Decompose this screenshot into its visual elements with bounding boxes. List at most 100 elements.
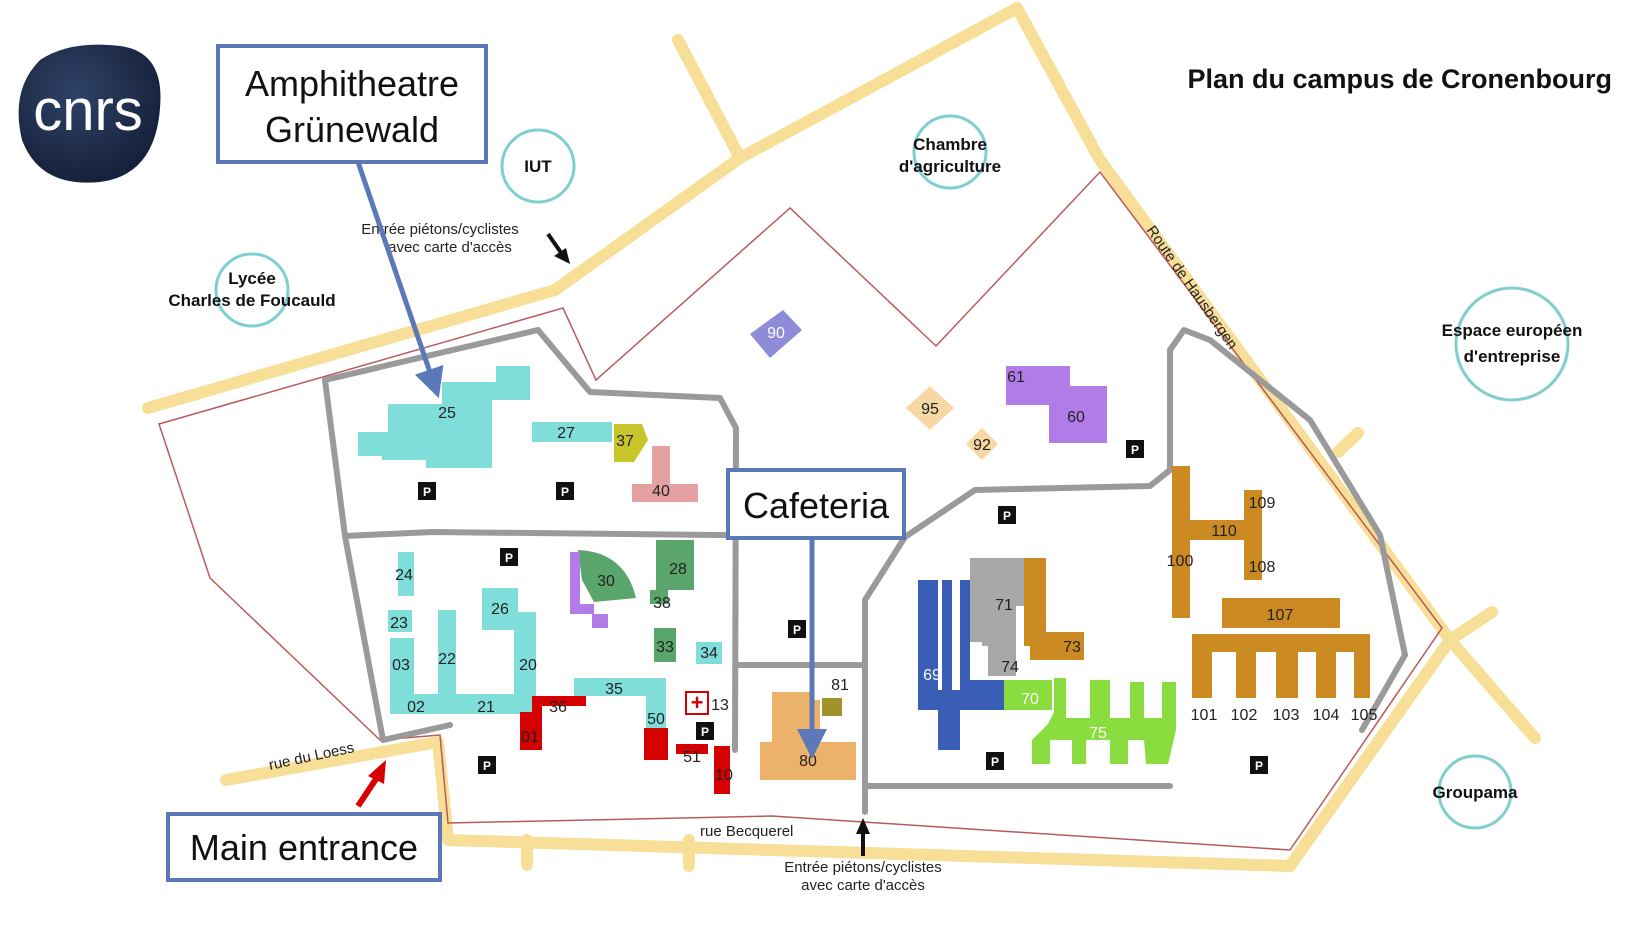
- parking-icon: P: [478, 756, 496, 774]
- building-label: 103: [1273, 707, 1300, 724]
- building-label: 03: [392, 657, 410, 674]
- building-37: [614, 424, 648, 462]
- building-label: 104: [1313, 707, 1340, 724]
- parking-icon: P: [556, 482, 574, 500]
- building-label: 23: [390, 615, 408, 632]
- building-label: 102: [1231, 707, 1258, 724]
- building-36-01: [520, 696, 586, 750]
- parking-icon: P: [696, 722, 714, 740]
- building-label: 02: [407, 699, 425, 716]
- building-26-20: [482, 588, 536, 714]
- arrow-icon: [546, 232, 564, 256]
- north-road: [142, 2, 1023, 414]
- building-label: 109: [1249, 495, 1276, 512]
- west-loop-west-path: [322, 377, 453, 743]
- access-note-north-1: Entrée piétons/cyclistes: [361, 221, 519, 238]
- building-40: [632, 446, 698, 502]
- hausbergen-road: [1011, 2, 1541, 744]
- logo-text: cnrs: [33, 78, 143, 143]
- building-50: [644, 728, 668, 760]
- svg-text:P: P: [793, 623, 801, 637]
- parking-markers: P P P P P P P P P P: [418, 440, 1268, 774]
- svg-text:P: P: [423, 485, 431, 499]
- building-label: 01: [521, 729, 539, 746]
- building-label: 60: [1067, 409, 1085, 426]
- main-entrance-callout: Main entrance: [166, 812, 442, 882]
- entrance-arrow-head-icon: [368, 760, 386, 784]
- callout-amphitheatre-line-2: Grünewald: [265, 109, 439, 150]
- parking-icon: P: [788, 620, 806, 638]
- building-28-38: [650, 540, 694, 604]
- building-label: 110: [1211, 523, 1237, 540]
- building-label: 74: [1001, 659, 1019, 676]
- parking-icon: P: [998, 506, 1016, 524]
- building-label: 81: [831, 677, 849, 694]
- svg-text:P: P: [991, 755, 999, 769]
- building-label: 30: [597, 573, 615, 590]
- cafeteria-callout: Cafeteria: [726, 468, 906, 540]
- building-label: 10: [715, 767, 733, 784]
- building-10: [714, 746, 730, 794]
- building-label: 73: [1063, 639, 1081, 656]
- svg-text:P: P: [1003, 509, 1011, 523]
- svg-text:P: P: [701, 725, 709, 739]
- arrow-head-icon: [856, 818, 870, 834]
- building-label: 61: [1007, 369, 1025, 386]
- access-note-south-2: avec carte d'accès: [801, 877, 925, 894]
- parking-icon: P: [500, 548, 518, 566]
- building-95: [906, 386, 954, 430]
- building-label: 70: [1021, 691, 1039, 708]
- buildings: [358, 310, 1370, 794]
- building-label: 21: [477, 699, 495, 716]
- espace-circle: [1454, 286, 1570, 402]
- building-label: 51: [683, 749, 701, 766]
- svg-text:P: P: [483, 759, 491, 773]
- southeast-spur-road: [1444, 606, 1498, 646]
- first-aid-icon: +: [685, 690, 709, 715]
- building-70: [1004, 680, 1052, 710]
- svg-text:P: P: [561, 485, 569, 499]
- building-label: 75: [1089, 725, 1107, 742]
- building-label: 90: [767, 325, 785, 342]
- building-label: 80: [799, 753, 817, 770]
- lycee-circle: [214, 252, 290, 328]
- building-label: 28: [669, 561, 687, 578]
- place-espace-label-1: Espace européen: [1442, 321, 1583, 340]
- building-label: 101: [1191, 707, 1218, 724]
- building-label: 95: [921, 401, 939, 418]
- building-label: 100: [1167, 553, 1194, 570]
- building-90: [750, 310, 802, 358]
- groupama-circle: [1437, 754, 1513, 830]
- place-espace-label-2: d'entreprise: [1464, 347, 1561, 366]
- building-label: 71: [995, 597, 1013, 614]
- building-73: [1024, 558, 1084, 660]
- road-network: [142, 2, 1541, 872]
- building-label: 27: [557, 425, 575, 442]
- arrow-head-icon: [554, 248, 570, 264]
- building-100-110-108-109: [1172, 466, 1262, 618]
- access-note-north-2: avec carte d'accès: [388, 239, 512, 256]
- parking-icon: P: [986, 752, 1004, 770]
- building-label: 69: [923, 667, 941, 684]
- building-92: [966, 428, 998, 460]
- building-label: 50: [647, 711, 665, 728]
- building-labels: 25 27 37 40 90 95 92 61 60 24 23 03 22 2…: [390, 325, 1377, 784]
- parking-icon: P: [1126, 440, 1144, 458]
- building-30: [578, 550, 636, 602]
- building-label: 107: [1267, 607, 1294, 624]
- parking-icon: P: [418, 482, 436, 500]
- svg-text:P: P: [1255, 759, 1263, 773]
- svg-text:P: P: [505, 551, 513, 565]
- building-label: 34: [700, 645, 718, 662]
- place-lycee-label-1: Lycée: [228, 269, 276, 288]
- building-label: 25: [438, 405, 456, 422]
- north-branch-road: [672, 34, 746, 164]
- building-label: 13: [711, 697, 729, 714]
- entrance-arrow-icon: [355, 774, 381, 808]
- parking-icon: P: [1250, 756, 1268, 774]
- building-label: 20: [519, 657, 537, 674]
- place-groupama-label: Groupama: [1432, 783, 1518, 802]
- building-23: [388, 610, 412, 632]
- building-label: 24: [395, 567, 413, 584]
- building-107: [1222, 598, 1340, 628]
